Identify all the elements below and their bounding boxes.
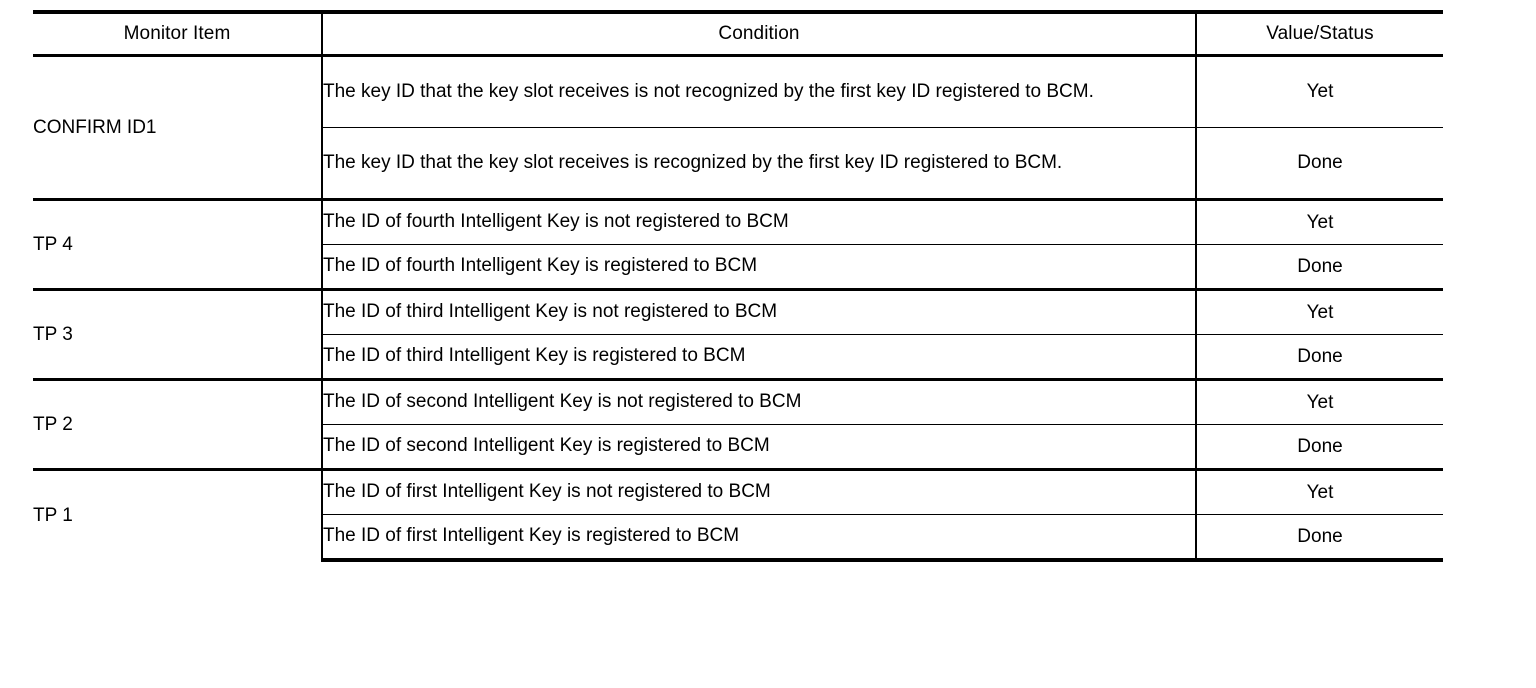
value-status-cell: Done: [1196, 424, 1443, 470]
monitor-item-cell: TP 1: [33, 468, 323, 560]
value-status-cell: Done: [1196, 244, 1443, 290]
condition-cell: The ID of third Intelligent Key is not r…: [322, 288, 1197, 335]
table-row: The ID of first Intelligent Key is regis…: [33, 514, 1443, 562]
condition-cell: The key ID that the key slot receives is…: [322, 127, 1197, 200]
table-header-row: Monitor Item Condition Value/Status: [33, 10, 1443, 57]
monitor-item-cell: TP 4: [33, 198, 323, 290]
table-row: The ID of third Intelligent Key is regis…: [33, 334, 1443, 380]
table-row: TP 2 The ID of second Intelligent Key is…: [33, 378, 1443, 470]
table-row: The key ID that the key slot receives is…: [33, 127, 1443, 200]
value-status-cell: Yet: [1196, 198, 1443, 245]
condition-cell: The key ID that the key slot receives is…: [322, 54, 1197, 128]
value-status-cell: Yet: [1196, 468, 1443, 515]
table-row: The ID of fourth Intelligent Key is regi…: [33, 244, 1443, 290]
condition-cell: The ID of first Intelligent Key is regis…: [322, 514, 1197, 562]
column-header-condition: Condition: [322, 10, 1197, 57]
monitor-item-cell: CONFIRM ID1: [33, 54, 323, 200]
value-status-cell: Done: [1196, 334, 1443, 380]
value-status-cell: Done: [1196, 127, 1443, 200]
value-status-cell: Yet: [1196, 378, 1443, 425]
condition-cell: The ID of second Intelligent Key is regi…: [322, 424, 1197, 470]
condition-cell: The ID of first Intelligent Key is not r…: [322, 468, 1197, 515]
column-header-monitor-item: Monitor Item: [33, 10, 323, 57]
value-status-cell: Yet: [1196, 288, 1443, 335]
condition-cell: The ID of third Intelligent Key is regis…: [322, 334, 1197, 380]
table-row: TP 1 The ID of first Intelligent Key is …: [33, 468, 1443, 560]
monitor-item-cell: TP 2: [33, 378, 323, 470]
value-status-cell: Yet: [1196, 54, 1443, 128]
monitor-item-table-wrapper: Monitor Item Condition Value/Status CONF…: [33, 10, 1443, 562]
table-row: CONFIRM ID1 The key ID that the key slot…: [33, 54, 1443, 200]
monitor-item-cell: TP 3: [33, 288, 323, 380]
column-header-value-status: Value/Status: [1196, 10, 1443, 57]
table-row: TP 3 The ID of third Intelligent Key is …: [33, 288, 1443, 380]
condition-cell: The ID of fourth Intelligent Key is regi…: [322, 244, 1197, 290]
monitor-item-condition-table: Monitor Item Condition Value/Status CONF…: [33, 10, 1443, 562]
table-row: TP 4 The ID of fourth Intelligent Key is…: [33, 198, 1443, 290]
condition-cell: The ID of fourth Intelligent Key is not …: [322, 198, 1197, 245]
condition-cell: The ID of second Intelligent Key is not …: [322, 378, 1197, 425]
table-row: The ID of second Intelligent Key is regi…: [33, 424, 1443, 470]
value-status-cell: Done: [1196, 514, 1443, 562]
